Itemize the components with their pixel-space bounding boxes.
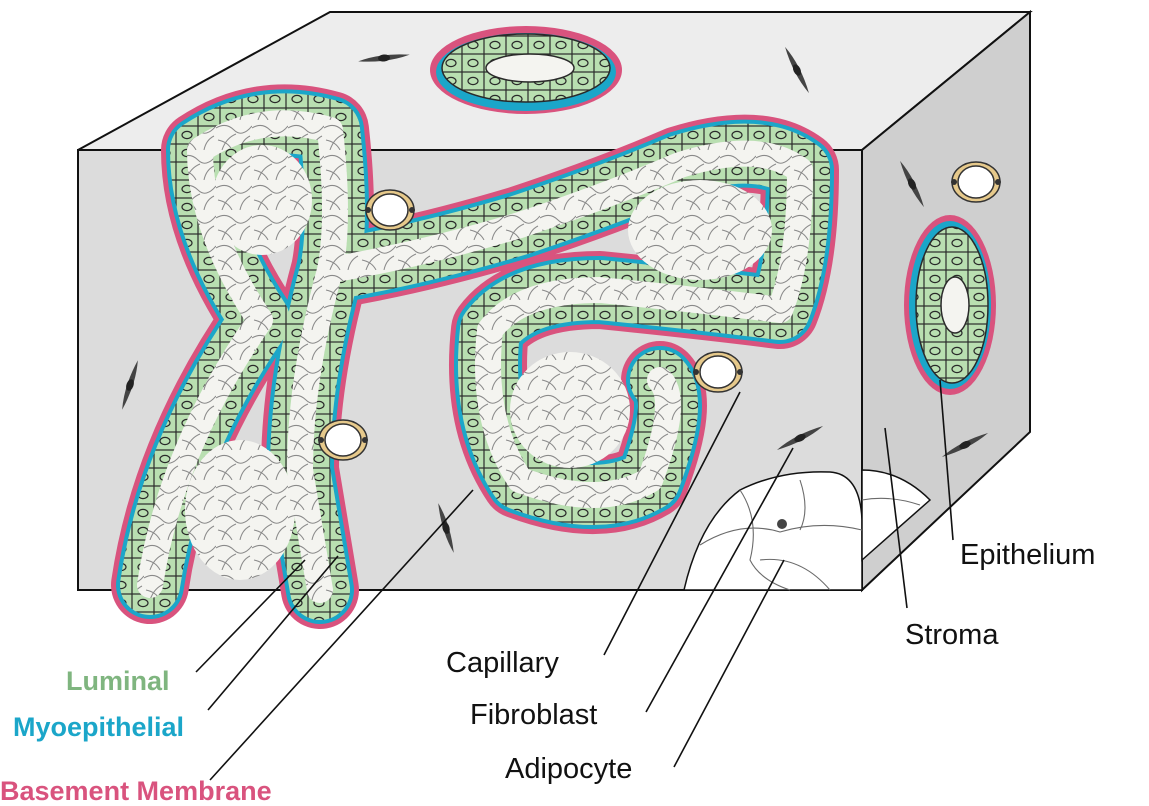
label-fibroblast: Fibroblast [470,699,597,731]
duct-cross-section-side [904,215,996,395]
lumen-space-lower-left [185,440,295,580]
capillary [693,352,743,392]
label-epithelium: Epithelium [960,539,1095,571]
lumen-space-lower [510,352,630,468]
duct-cross-section-top [430,26,622,114]
label-stroma: Stroma [905,619,999,651]
capillary [365,190,415,230]
lumen-space-upper-left [212,145,312,255]
label-capillary: Capillary [446,647,559,679]
capillary [951,162,1001,202]
label-adipocyte: Adipocyte [505,753,632,785]
leader-adipocyte [674,560,784,767]
label-luminal: Luminal [66,666,170,696]
capillary [318,420,368,460]
label-basement-membrane: Basement Membrane [0,776,272,806]
label-myoepithelial: Myoepithelial [13,712,184,742]
lumen-space-upper-right [628,180,772,280]
